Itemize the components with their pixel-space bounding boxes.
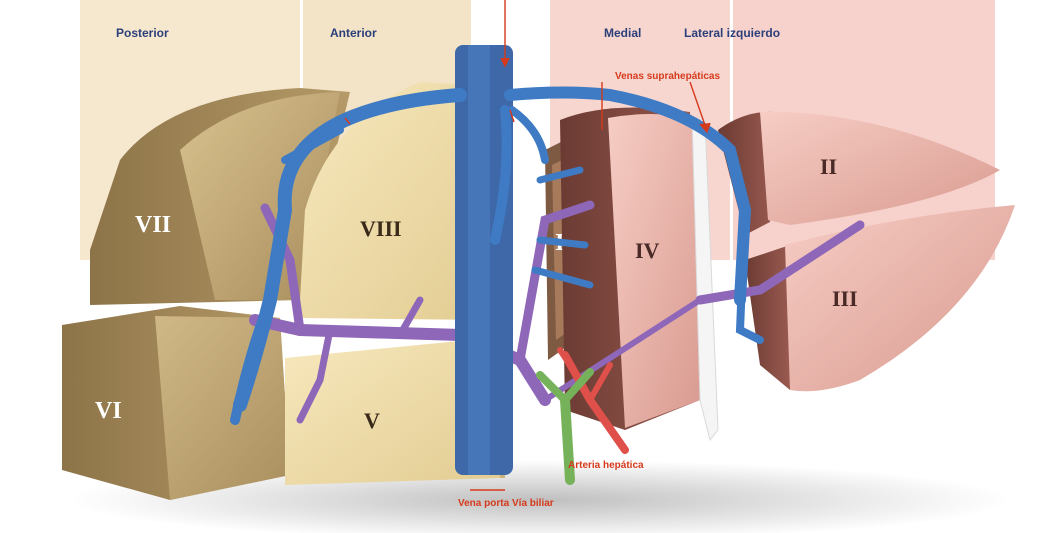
segment-label-v: V (364, 408, 380, 433)
segment-label-ii: II (820, 154, 837, 179)
segment-label-iii: III (832, 286, 858, 311)
label-posterior: Posterior (116, 26, 169, 40)
label-arteria-hepatica: Arteria hepática (568, 460, 644, 471)
label-medial: Medial (604, 26, 641, 40)
segment-label-vi: VI (95, 398, 122, 424)
segment-label-iv: IV (635, 238, 660, 263)
segment-label-vii: VII (135, 212, 171, 238)
segment-label-viii: VIII (360, 216, 402, 241)
ivc-highlight (468, 45, 490, 475)
label-vena-porta: Vena porta (458, 498, 510, 509)
label-lateral-izquierdo: Lateral izquierdo (684, 26, 780, 40)
label-anterior: Anterior (330, 26, 377, 40)
label-via-biliar: Vía biliar (512, 498, 554, 509)
label-venas-suprahepaticas: Venas suprahepáticas (615, 71, 720, 82)
